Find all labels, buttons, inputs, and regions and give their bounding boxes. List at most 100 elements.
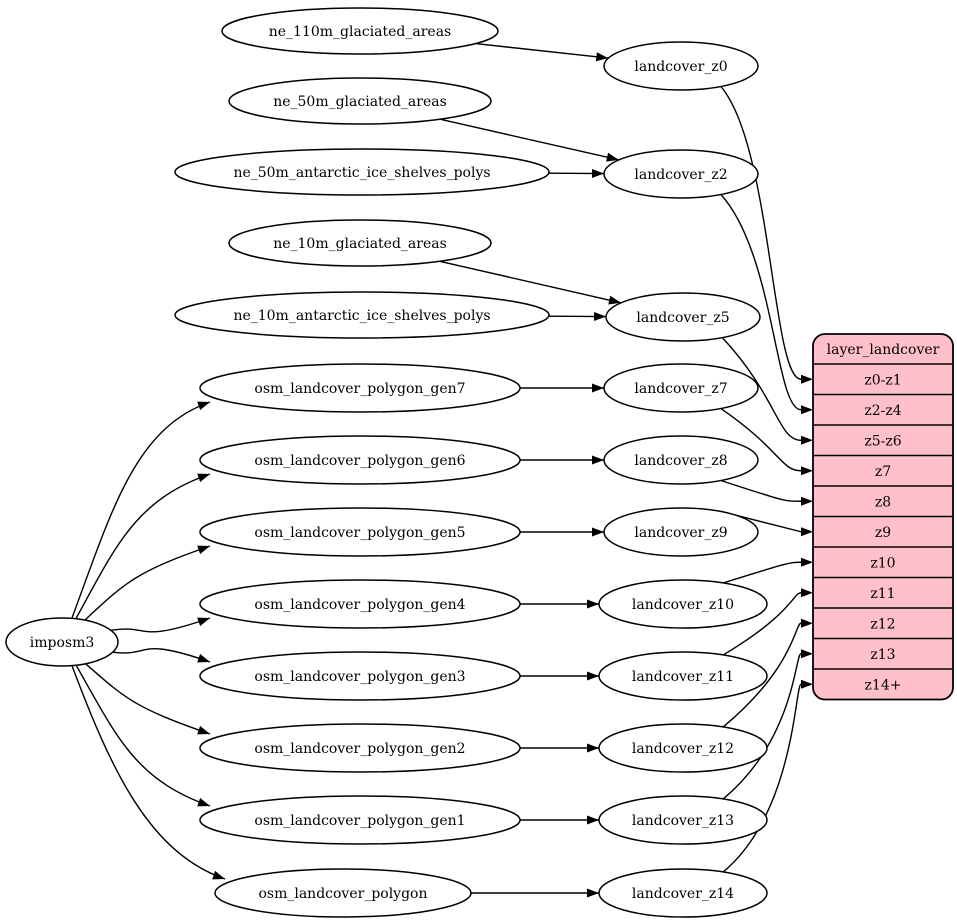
- node-ellipse-osm_landcover_polygon: [214, 868, 472, 918]
- node-osm_landcover_polygon_gen1: osm_landcover_polygon_gen1: [199, 795, 521, 845]
- node-ellipse-ne_50m_antarctic_ice_shelves_polys: [174, 148, 550, 196]
- node-landcover_z14: landcover_z14: [598, 868, 768, 918]
- node-label-ne_50m_antarctic_ice_shelves_polys: ne_50m_antarctic_ice_shelves_polys: [233, 165, 490, 181]
- node-label-osm_landcover_polygon_gen1: osm_landcover_polygon_gen1: [254, 813, 465, 829]
- edge-landcover_z8-to-layer_landcover-z8: [720, 479, 802, 502]
- edge-ne_110m_glaciated_areas-to-landcover_z0: [475, 42, 609, 59]
- node-label-landcover_z5: landcover_z5: [636, 310, 729, 326]
- node-ellipse-imposm3: [5, 617, 119, 667]
- node-ellipse-osm_landcover_polygon_gen7: [199, 363, 521, 413]
- edge-landcover_z11-to-layer_landcover-z11: [722, 592, 802, 656]
- table-row-z2-z4: z2-z4: [864, 403, 901, 419]
- node-landcover_z10: landcover_z10: [598, 579, 768, 629]
- edge-landcover_z0-to-layer_landcover-z0-z1: [720, 86, 802, 380]
- arrowhead-icon: [608, 295, 621, 305]
- node-landcover_z9: landcover_z9: [603, 507, 759, 557]
- node-ellipse-landcover_z5: [605, 292, 761, 342]
- edge-landcover_z7-to-layer_landcover-z7: [720, 407, 802, 472]
- node-ne_10m_glaciated_areas: ne_10m_glaciated_areas: [228, 219, 492, 267]
- arrowhead-icon: [212, 870, 225, 880]
- node-landcover_z12: landcover_z12: [598, 723, 768, 773]
- arrowhead-icon: [587, 815, 599, 825]
- node-landcover_z8: landcover_z8: [603, 435, 759, 485]
- node-landcover_z2: landcover_z2: [603, 149, 759, 199]
- arrowhead-icon: [606, 152, 619, 162]
- table-layer-landcover: layer_landcover z0-z1 z2-z4 z5-z6 z7 z8 z9 z10 z…: [812, 333, 954, 701]
- edge-landcover_z12-to-layer_landcover-z12: [722, 622, 802, 728]
- node-ellipse-landcover_z11: [598, 651, 768, 701]
- node-osm_landcover_polygon_gen7: osm_landcover_polygon_gen7: [199, 363, 521, 413]
- arrowhead-icon: [801, 405, 813, 415]
- table-title: layer_landcover: [827, 342, 940, 358]
- edge-imposm3-to-osm_landcover_polygon_gen4: [110, 617, 211, 633]
- node-label-landcover_z7: landcover_z7: [634, 381, 727, 397]
- arrowhead-icon: [197, 725, 210, 735]
- node-ellipse-ne_50m_glaciated_areas: [228, 77, 492, 125]
- arrowhead-icon: [592, 455, 604, 465]
- node-ellipse-osm_landcover_polygon_gen1: [199, 795, 521, 845]
- arrowhead-icon: [197, 617, 210, 627]
- edge-imposm3-to-osm_landcover_polygon_gen5: [84, 545, 211, 621]
- node-ellipse-ne_10m_glaciated_areas: [228, 219, 492, 267]
- node-landcover_z11: landcover_z11: [598, 651, 768, 701]
- edge-landcover_z2-to-layer_landcover-z2-z4: [720, 194, 802, 411]
- node-label-landcover_z8: landcover_z8: [634, 453, 727, 469]
- arrowhead-icon: [801, 496, 813, 506]
- arrowhead-icon: [801, 588, 813, 598]
- node-landcover_z13: landcover_z13: [598, 795, 768, 845]
- edge-imposm3-to-osm_landcover_polygon_gen7: [71, 401, 211, 619]
- edge-imposm3-to-osm_landcover_polygon_gen2: [85, 663, 211, 735]
- table-row-z5-z6: z5-z6: [864, 433, 901, 449]
- edge-landcover_z10-to-layer_landcover-z10: [723, 561, 802, 584]
- edge-landcover_z5-to-layer_landcover-z5-z6: [721, 337, 802, 441]
- arrowhead-icon: [801, 374, 813, 384]
- node-ellipse-landcover_z10: [598, 579, 768, 629]
- arrowhead-icon: [592, 383, 604, 393]
- edges: [71, 42, 813, 898]
- table-row-z9: z9: [875, 525, 891, 541]
- arrowhead-icon: [801, 679, 813, 689]
- node-label-imposm3: imposm3: [30, 635, 95, 651]
- node-label-osm_landcover_polygon_gen4: osm_landcover_polygon_gen4: [254, 597, 465, 613]
- node-ellipse-osm_landcover_polygon_gen3: [199, 651, 521, 701]
- node-label-landcover_z2: landcover_z2: [634, 167, 727, 183]
- arrowhead-icon: [197, 473, 210, 483]
- arrowhead-icon: [197, 653, 210, 663]
- node-ellipse-ne_110m_glaciated_areas: [221, 7, 499, 55]
- arrowhead-icon: [801, 649, 813, 659]
- table-row-z14+: z14+: [865, 677, 902, 693]
- node-ellipse-ne_10m_antarctic_ice_shelves_polys: [174, 291, 550, 339]
- node-label-landcover_z10: landcover_z10: [632, 597, 734, 613]
- table-row-z0-z1: z0-z1: [864, 372, 901, 388]
- node-osm_landcover_polygon_gen3: osm_landcover_polygon_gen3: [199, 651, 521, 701]
- node-imposm3: imposm3: [5, 617, 119, 667]
- edge-ne_50m_glaciated_areas-to-landcover_z2: [439, 118, 619, 161]
- arrowhead-icon: [592, 527, 604, 537]
- node-ellipse-landcover_z14: [598, 868, 768, 918]
- node-ellipse-landcover_z0: [603, 41, 759, 91]
- node-ellipse-landcover_z7: [603, 363, 759, 413]
- arrowhead-icon: [587, 671, 599, 681]
- node-label-osm_landcover_polygon_gen7: osm_landcover_polygon_gen7: [254, 381, 465, 397]
- node-ellipse-landcover_z12: [598, 723, 768, 773]
- arrowhead-icon: [587, 743, 599, 753]
- node-label-landcover_z11: landcover_z11: [632, 669, 734, 685]
- node-landcover_z5: landcover_z5: [605, 292, 761, 342]
- arrowhead-icon: [197, 545, 210, 555]
- table-row-z7: z7: [875, 464, 891, 480]
- node-label-landcover_z9: landcover_z9: [634, 525, 727, 541]
- node-osm_landcover_polygon_gen5: osm_landcover_polygon_gen5: [199, 507, 521, 557]
- arrowhead-icon: [197, 797, 210, 807]
- arrowhead-icon: [593, 311, 607, 321]
- table-row-z8: z8: [875, 494, 891, 510]
- node-osm_landcover_polygon_gen6: osm_landcover_polygon_gen6: [199, 435, 521, 485]
- node-label-ne_10m_glaciated_areas: ne_10m_glaciated_areas: [273, 236, 447, 252]
- arrowhead-icon: [801, 466, 813, 476]
- arrowhead-icon: [587, 599, 599, 609]
- node-ne_50m_antarctic_ice_shelves_polys: ne_50m_antarctic_ice_shelves_polys: [174, 148, 550, 196]
- table-row-z10: z10: [870, 555, 895, 571]
- node-ellipse-landcover_z8: [603, 435, 759, 485]
- arrowhead-icon: [197, 401, 210, 411]
- node-ellipse-osm_landcover_polygon_gen6: [199, 435, 521, 485]
